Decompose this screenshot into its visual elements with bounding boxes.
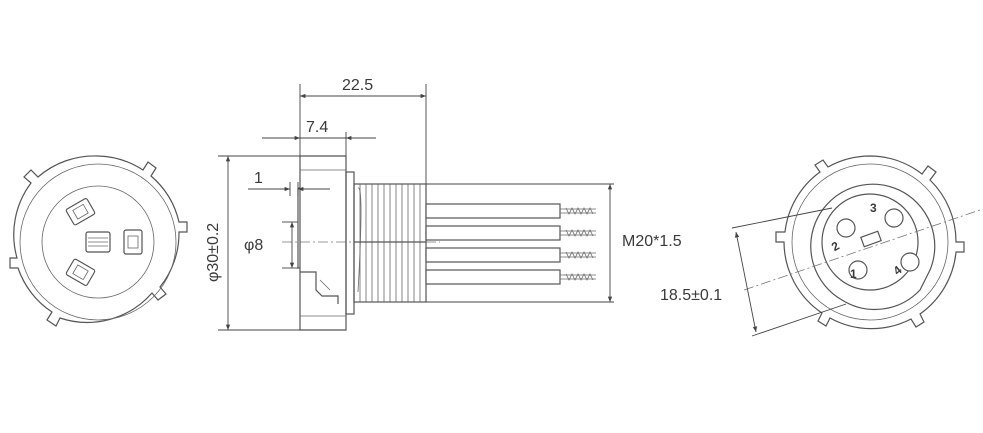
pin-label-3: 3 xyxy=(870,201,877,215)
thread-lines xyxy=(357,187,362,293)
dim-overall-length: 22.5 xyxy=(342,77,373,94)
dim-flange-width: 7.4 xyxy=(306,119,328,136)
dim-across-flats: 18.5±0.1 xyxy=(660,287,722,304)
pin-label-1: 1 xyxy=(850,267,857,281)
dim-step-width: 1 xyxy=(254,170,263,187)
rear-end-view xyxy=(9,155,188,327)
dim-outer-diameter: φ30±0.2 xyxy=(205,223,222,282)
dim-inner-diameter: φ8 xyxy=(244,237,263,254)
front-end-view: 1 2 3 4 18.5±0.1 xyxy=(660,155,981,337)
wire-leads xyxy=(425,203,596,285)
side-view: 22.5 7.4 1 φ30±0.2 φ8 M20*1.5 xyxy=(205,77,682,331)
pin-label-2: 2 xyxy=(829,238,842,254)
dim-thread: M20*1.5 xyxy=(622,233,682,250)
